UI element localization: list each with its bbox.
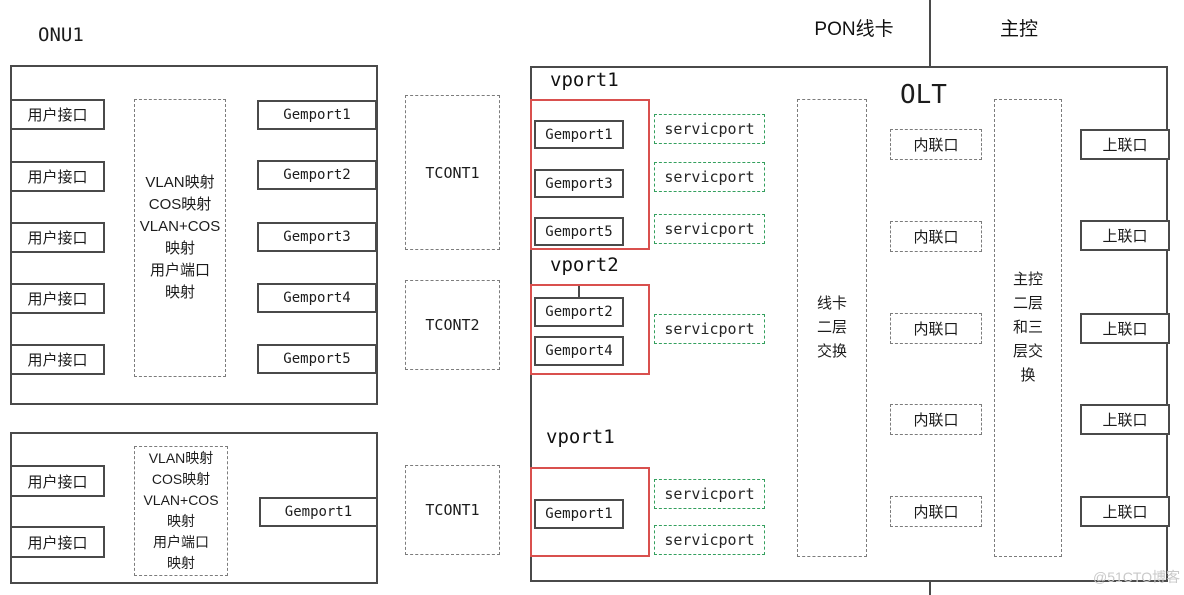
gemport-box: Gemport3	[534, 169, 624, 198]
uplink-port-label: 上联口	[1102, 412, 1148, 429]
serviceport-label: servicport	[664, 120, 755, 138]
user-port-box: 用户接口	[10, 161, 105, 192]
gemport-box: Gemport1	[534, 120, 624, 149]
internal-port-box: 内联口	[890, 129, 982, 160]
uplink-port-label: 上联口	[1102, 321, 1148, 338]
gemport-box: Gemport4	[257, 283, 377, 313]
serviceport-label: servicport	[664, 168, 755, 186]
gemport-box: Gemport4	[534, 336, 624, 366]
serviceport-label: servicport	[664, 320, 755, 338]
gemport-label: Gemport1	[284, 504, 353, 520]
uplink-port-box: 上联口	[1080, 496, 1170, 527]
serviceport-box: servicport	[654, 114, 765, 144]
internal-port-label: 内联口	[913, 321, 959, 338]
uplink-port-box: 上联口	[1080, 129, 1170, 160]
user-port-box: 用户接口	[10, 222, 105, 253]
linecard-switch-text: 线卡 二层 交换	[816, 295, 847, 360]
vport1-top-group: Gemport1 Gemport3 Gemport5	[530, 99, 650, 250]
internal-port-label: 内联口	[913, 229, 959, 246]
pon-linecard-label: PON线卡	[814, 19, 894, 40]
uplink-port-label: 上联口	[1102, 504, 1148, 521]
internal-port-label: 内联口	[913, 504, 959, 521]
gemport-box: Gemport1	[259, 497, 378, 527]
olt-title: OLT	[900, 80, 947, 110]
user-port-box: 用户接口	[10, 526, 105, 558]
serviceport-box: servicport	[654, 214, 765, 244]
olt-box: OLT vport1 Gemport1 Gemport3 Gemport5 se…	[530, 66, 1170, 582]
tcont2-box: TCONT2	[405, 280, 500, 370]
tcont1-box: TCONT1	[405, 95, 500, 250]
internal-port-box: 内联口	[890, 313, 982, 344]
serviceport-box: servicport	[654, 479, 765, 509]
internal-port-box: 内联口	[890, 404, 982, 435]
vlan-mapping-box: VLAN映射 COS映射 VLAN+COS 映射 用户端口 映射	[134, 99, 226, 377]
internal-port-box: 内联口	[890, 221, 982, 252]
onu-top-box: 用户接口 用户接口 用户接口 用户接口 用户接口 VLAN映射 COS映射 VL…	[10, 65, 378, 405]
master-label: 主控	[999, 19, 1038, 40]
serviceport-label: servicport	[664, 485, 755, 503]
user-port-box: 用户接口	[10, 99, 105, 130]
gemport-box: Gemport3	[257, 222, 377, 252]
watermark-text: @51CTO博客	[1093, 569, 1181, 585]
internal-port-label: 内联口	[913, 412, 959, 429]
user-port-label: 用户接口	[27, 107, 88, 124]
linecard-switch-box: 线卡 二层 交换	[797, 99, 867, 557]
user-port-box: 用户接口	[10, 283, 105, 314]
user-port-label: 用户接口	[27, 352, 88, 369]
uplink-port-box: 上联口	[1080, 220, 1170, 251]
onu1-title: ONU1	[38, 24, 84, 46]
serviceport-label: servicport	[664, 220, 755, 238]
master-switch-text: 主控 二层 和三 层交 换	[1012, 271, 1043, 384]
gemport-label: Gemport1	[545, 506, 613, 522]
serviceport-box: servicport	[654, 525, 765, 555]
tcont1-bottom-label: TCONT1	[425, 501, 480, 519]
internal-port-box: 内联口	[890, 496, 982, 527]
vport1-bottom-group: Gemport1	[530, 467, 650, 557]
gemport-label: Gemport2	[545, 304, 613, 320]
gemport-box: Gemport2	[257, 160, 377, 190]
uplink-port-box: 上联口	[1080, 313, 1170, 344]
serviceport-label: servicport	[664, 531, 755, 549]
gemport-label: Gemport3	[283, 229, 351, 245]
gemport-label: Gemport1	[545, 126, 613, 143]
user-port-label: 用户接口	[27, 473, 88, 491]
user-port-label: 用户接口	[27, 534, 88, 552]
gemport-box: Gemport5	[534, 217, 624, 246]
serviceport-box: servicport	[654, 314, 765, 344]
gemport-label: Gemport5	[283, 351, 351, 367]
gemport-label: Gemport3	[545, 175, 613, 192]
vport2-label: vport2	[550, 254, 619, 276]
gemport-box: Gemport2	[534, 297, 624, 327]
uplink-port-label: 上联口	[1102, 228, 1148, 245]
tcont2-label: TCONT2	[425, 316, 480, 334]
gemport-label: Gemport4	[545, 343, 613, 359]
gemport-label: Gemport2	[283, 167, 351, 183]
uplink-port-label: 上联口	[1102, 137, 1148, 154]
vlan-mapping-text: VLAN映射 COS映射 VLAN+COS 映射 用户端口 映射	[143, 450, 219, 571]
user-port-box: 用户接口	[10, 344, 105, 375]
connector-line	[578, 286, 580, 297]
user-port-label: 用户接口	[27, 230, 88, 247]
gemport-label: Gemport1	[283, 107, 351, 123]
tcont1-bottom-box: TCONT1	[405, 465, 500, 555]
user-port-label: 用户接口	[27, 169, 88, 186]
vport1-top-label: vport1	[550, 69, 619, 91]
gemport-label: Gemport4	[283, 290, 351, 306]
onu-bottom-box: 用户接口 用户接口 VLAN映射 COS映射 VLAN+COS 映射 用户端口 …	[10, 432, 378, 584]
user-port-box: 用户接口	[10, 465, 105, 497]
gemport-label: Gemport5	[545, 223, 613, 240]
gemport-box: Gemport1	[257, 100, 377, 130]
tcont1-label: TCONT1	[425, 163, 480, 182]
master-switch-box: 主控 二层 和三 层交 换	[994, 99, 1062, 557]
user-port-label: 用户接口	[27, 291, 88, 308]
internal-port-label: 内联口	[913, 137, 959, 154]
vlan-mapping-box: VLAN映射 COS映射 VLAN+COS 映射 用户端口 映射	[134, 446, 228, 576]
vport1-bottom-label: vport1	[546, 426, 615, 448]
serviceport-box: servicport	[654, 162, 765, 192]
uplink-port-box: 上联口	[1080, 404, 1170, 435]
vport2-group: Gemport2 Gemport4	[530, 284, 650, 375]
gemport-box: Gemport5	[257, 344, 377, 374]
vlan-mapping-text: VLAN映射 COS映射 VLAN+COS 映射 用户端口 映射	[139, 174, 221, 301]
gemport-box: Gemport1	[534, 499, 624, 529]
